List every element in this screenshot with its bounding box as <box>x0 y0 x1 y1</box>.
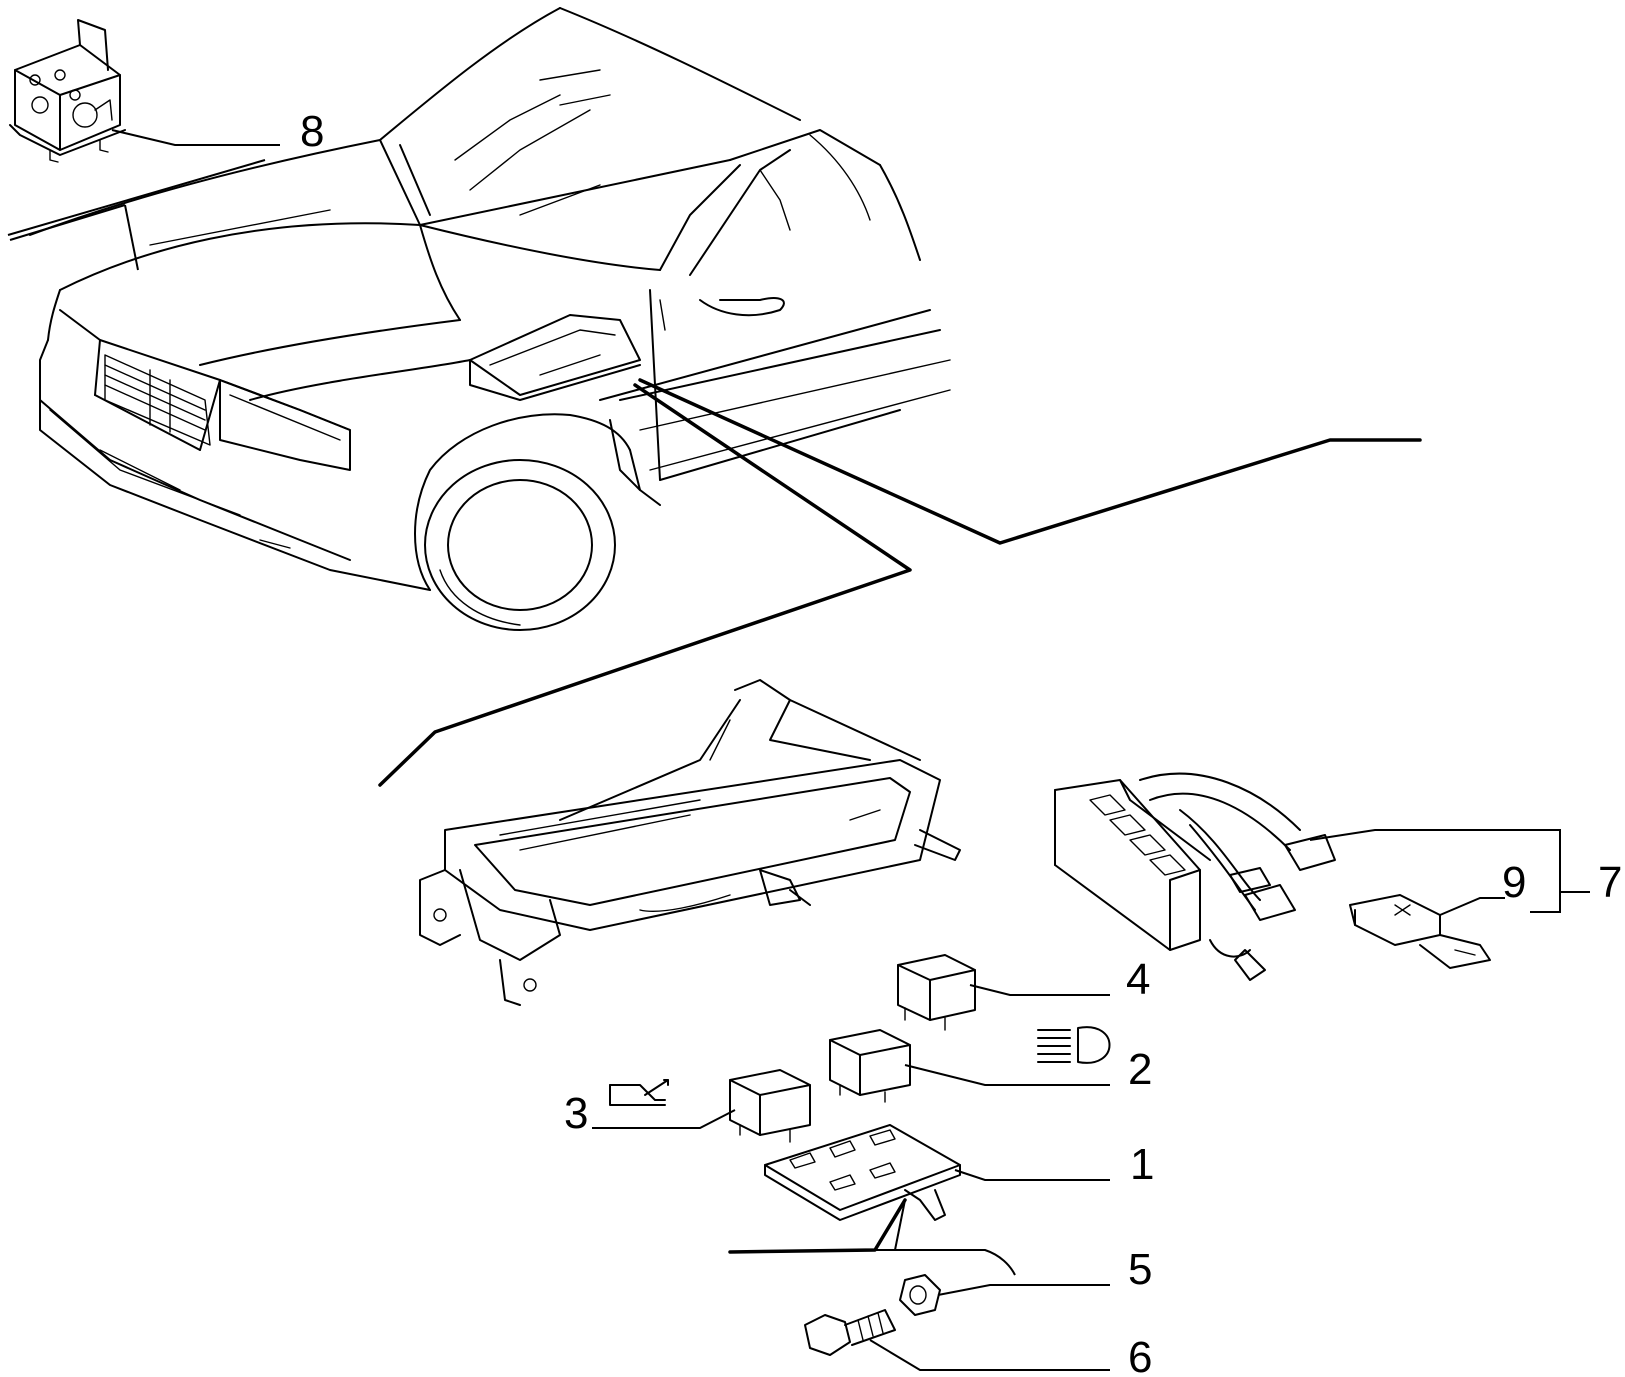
headlamp-symbol-icon <box>1037 1026 1111 1064</box>
leader-8 <box>111 129 280 146</box>
leader-2 <box>904 1064 1110 1086</box>
callout-6: 6 <box>1128 1333 1152 1377</box>
callout-1: 1 <box>1130 1140 1154 1189</box>
relay-3 <box>729 1069 811 1143</box>
callout-4: 4 <box>1126 955 1150 1004</box>
part-6-bolt <box>804 1309 896 1356</box>
callout-7: 7 <box>1598 858 1622 907</box>
callout-3: 3 <box>564 1089 588 1138</box>
leader-9 <box>1439 897 1505 916</box>
bracket-on-car <box>469 314 641 401</box>
car-outline <box>29 7 951 631</box>
part-8-component <box>9 19 126 163</box>
leader-3 <box>592 1109 736 1129</box>
guide-line-plate <box>728 1198 907 1254</box>
relay-2 <box>829 1029 911 1103</box>
guide-line-part-8-b <box>124 204 139 271</box>
relay-mounting-bracket <box>419 679 961 1006</box>
guide-line-plate-b <box>875 1249 1016 1276</box>
guide-line-fusebox <box>638 378 1422 545</box>
fuse-box-harness <box>1054 772 1336 981</box>
part-1-plate <box>764 1124 961 1221</box>
leader-5 <box>937 1284 1110 1296</box>
callout-9: 9 <box>1502 858 1526 907</box>
guide-line-bracket <box>378 383 912 787</box>
part-9-fuse <box>1349 894 1491 969</box>
guide-line-part-8 <box>7 159 266 236</box>
leader-4 <box>969 984 1110 996</box>
rear-window-heater-symbol-icon <box>609 1079 669 1106</box>
leader-6 <box>869 1339 1110 1371</box>
callout-2: 2 <box>1128 1045 1152 1094</box>
guide-line-part-8-c <box>9 204 126 241</box>
guide-line-plate-c <box>894 1199 906 1251</box>
leader-1 <box>954 1169 1110 1181</box>
callout-5: 5 <box>1128 1245 1152 1294</box>
part-5-nut <box>899 1274 941 1316</box>
callout-8: 8 <box>300 107 324 156</box>
leader-7-top <box>1309 829 1561 913</box>
relay-4 <box>897 954 976 1031</box>
